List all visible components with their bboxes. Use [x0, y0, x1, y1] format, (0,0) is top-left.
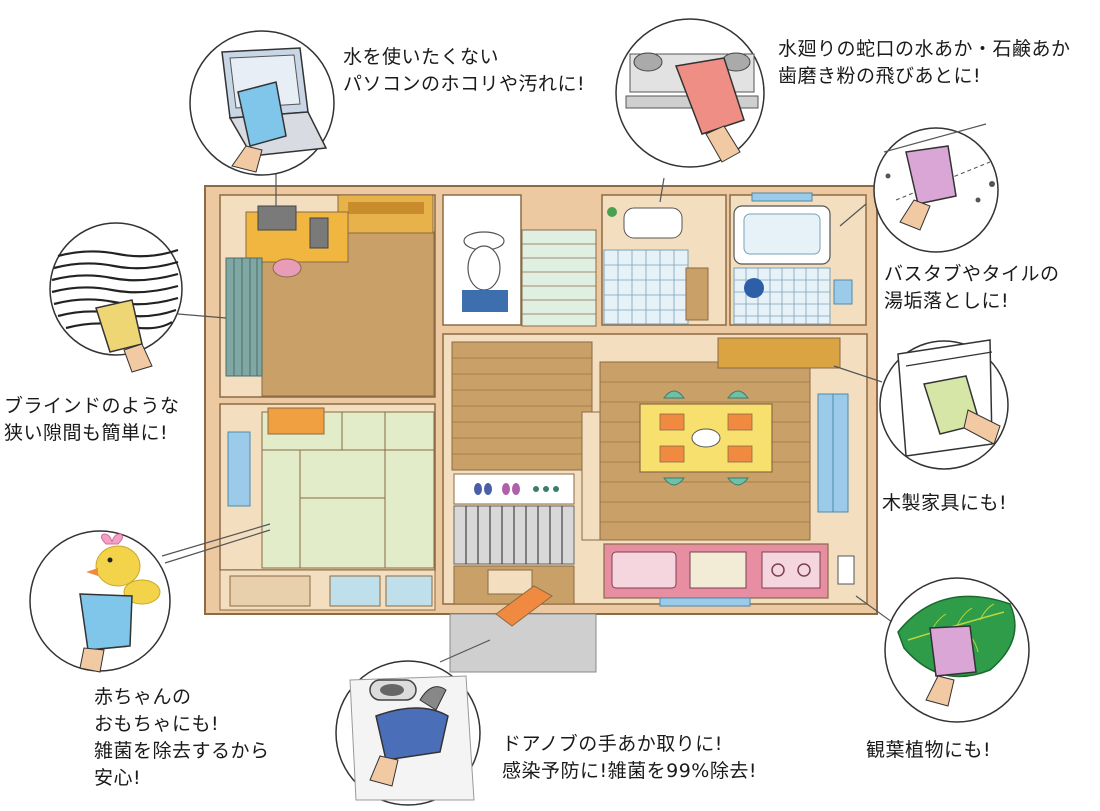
- tatami-window: [227, 431, 251, 507]
- pointer-toy-a: [161, 523, 271, 557]
- stove: [761, 551, 821, 589]
- slippers: [474, 483, 492, 495]
- caption-pc: 水を使いたくない パソコンのホコリや汚れに!: [343, 46, 586, 95]
- pc-tower: [309, 217, 329, 249]
- wood-furniture-cleaning-icon: [879, 339, 1009, 470]
- low-table: [267, 407, 325, 435]
- caption-houseplant: 観葉植物にも!: [866, 739, 992, 761]
- caption-faucet: 水廻りの蛇口の水あか・石鹸あか 歯磨き粉の飛びあとに!: [778, 38, 1071, 87]
- pointer-blind: [177, 313, 227, 319]
- kitchen-cutting-board: [689, 551, 747, 589]
- houseplant-leaf-icon: [884, 577, 1030, 723]
- dining-chairs: [663, 390, 749, 486]
- desk: [245, 211, 349, 263]
- stairs: [521, 229, 597, 327]
- bath-stool: [744, 278, 764, 298]
- floor-plan: [204, 185, 878, 673]
- door-knob-cleaning-icon: [335, 660, 481, 806]
- kitchen-mat: [659, 597, 751, 607]
- caption-wood-furniture: 木製家具にも!: [882, 492, 1008, 514]
- laundry-cabinet: [685, 267, 709, 321]
- laptop-small: [257, 205, 297, 231]
- toilet-mat: [462, 290, 508, 312]
- pointer-faucet: [659, 177, 665, 203]
- porch: [449, 613, 597, 673]
- pointer-door: [439, 639, 491, 663]
- laptop-cleaning-icon: [189, 30, 335, 176]
- small-plant: [607, 207, 617, 217]
- pointer-wood: [833, 365, 883, 383]
- partition-wall: [581, 411, 601, 541]
- tatami-floor: [261, 411, 435, 569]
- table-dish: [691, 428, 721, 448]
- shelf-detail: [348, 202, 424, 214]
- caption-bath: バスタブやタイルの 湯垢落としに!: [884, 263, 1060, 312]
- pointer-lines: [161, 162, 893, 663]
- faucet-cleaning-icon: [615, 18, 765, 168]
- bath-window: [833, 279, 853, 305]
- pointer-bath: [839, 203, 867, 227]
- bathtub-cleaning-icon: [873, 123, 999, 253]
- window-blind: [225, 257, 263, 377]
- houseplant-pot: [837, 555, 855, 585]
- pointer-plant: [855, 595, 893, 623]
- rubber-duck-toy-icon: [29, 530, 171, 673]
- front-door: [495, 585, 553, 627]
- sideboard: [717, 337, 841, 369]
- kitchen-sink: [611, 551, 677, 589]
- pointer-toy-b: [164, 529, 271, 564]
- caption-blind: ブラインドのような 狭い隙間も簡単に!: [4, 395, 180, 444]
- toilet-bowl: [467, 245, 501, 291]
- blind-cleaning-icon: [49, 222, 183, 373]
- caption-door-knob: ドアノブの手あか取りに! 感染予防に!雑菌を99%除去!: [502, 733, 757, 782]
- caption-baby-toy: 赤ちゃんの おもちゃにも! 雑菌を除去するから 安心!: [94, 686, 270, 789]
- wash-basin: [623, 207, 683, 239]
- chair: [272, 258, 302, 278]
